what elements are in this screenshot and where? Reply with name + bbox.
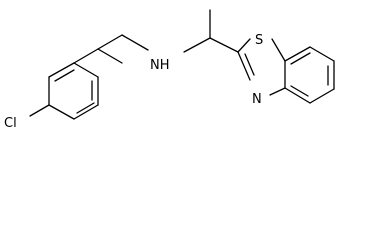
bond-benzo-d xyxy=(309,88,335,104)
bond-c-cl xyxy=(29,104,50,117)
bond-benzo-e xyxy=(284,87,311,104)
bond-ring1-a xyxy=(97,48,123,64)
bond-ring1-b xyxy=(73,48,99,64)
bond-benzo-b xyxy=(309,46,335,62)
bond-ch2-n xyxy=(121,34,149,51)
bond-ring1-f xyxy=(73,104,99,120)
bond-ch-c2 xyxy=(209,37,239,53)
bond-benzo-double-1 xyxy=(290,52,311,65)
bond-n-ch xyxy=(183,37,211,53)
structure-canvas: Cl NH S N xyxy=(4,9,335,131)
chlorophenyl-ring xyxy=(48,48,123,120)
bond-ring1-double-2 xyxy=(76,102,95,114)
bond-ch2-ring xyxy=(97,34,123,50)
benzo-ring xyxy=(284,46,335,104)
amine-atom-label: NH xyxy=(150,58,170,73)
bond-benzo-double-3 xyxy=(290,85,309,97)
bond-benzo-a xyxy=(284,46,311,62)
bond-ring1-c xyxy=(48,62,75,78)
bond-c2-n xyxy=(237,51,251,81)
bond-ring1-e xyxy=(48,104,75,120)
molecule-structure: Cl NH S N xyxy=(4,9,335,131)
thiazole-nitrogen-label: N xyxy=(252,92,262,107)
bond-ring1-h xyxy=(73,62,99,78)
thiazole-ring xyxy=(237,38,286,96)
bond-ring1-double-1 xyxy=(54,69,75,82)
bond-c2-s xyxy=(237,38,251,53)
bond-s-c7a xyxy=(271,38,286,62)
bond-n-c3a xyxy=(269,87,286,96)
bond-c2-n-double xyxy=(244,53,255,76)
chlorine-atom-label: Cl xyxy=(4,116,17,131)
thiazole-sulfur-label: S xyxy=(255,33,263,48)
